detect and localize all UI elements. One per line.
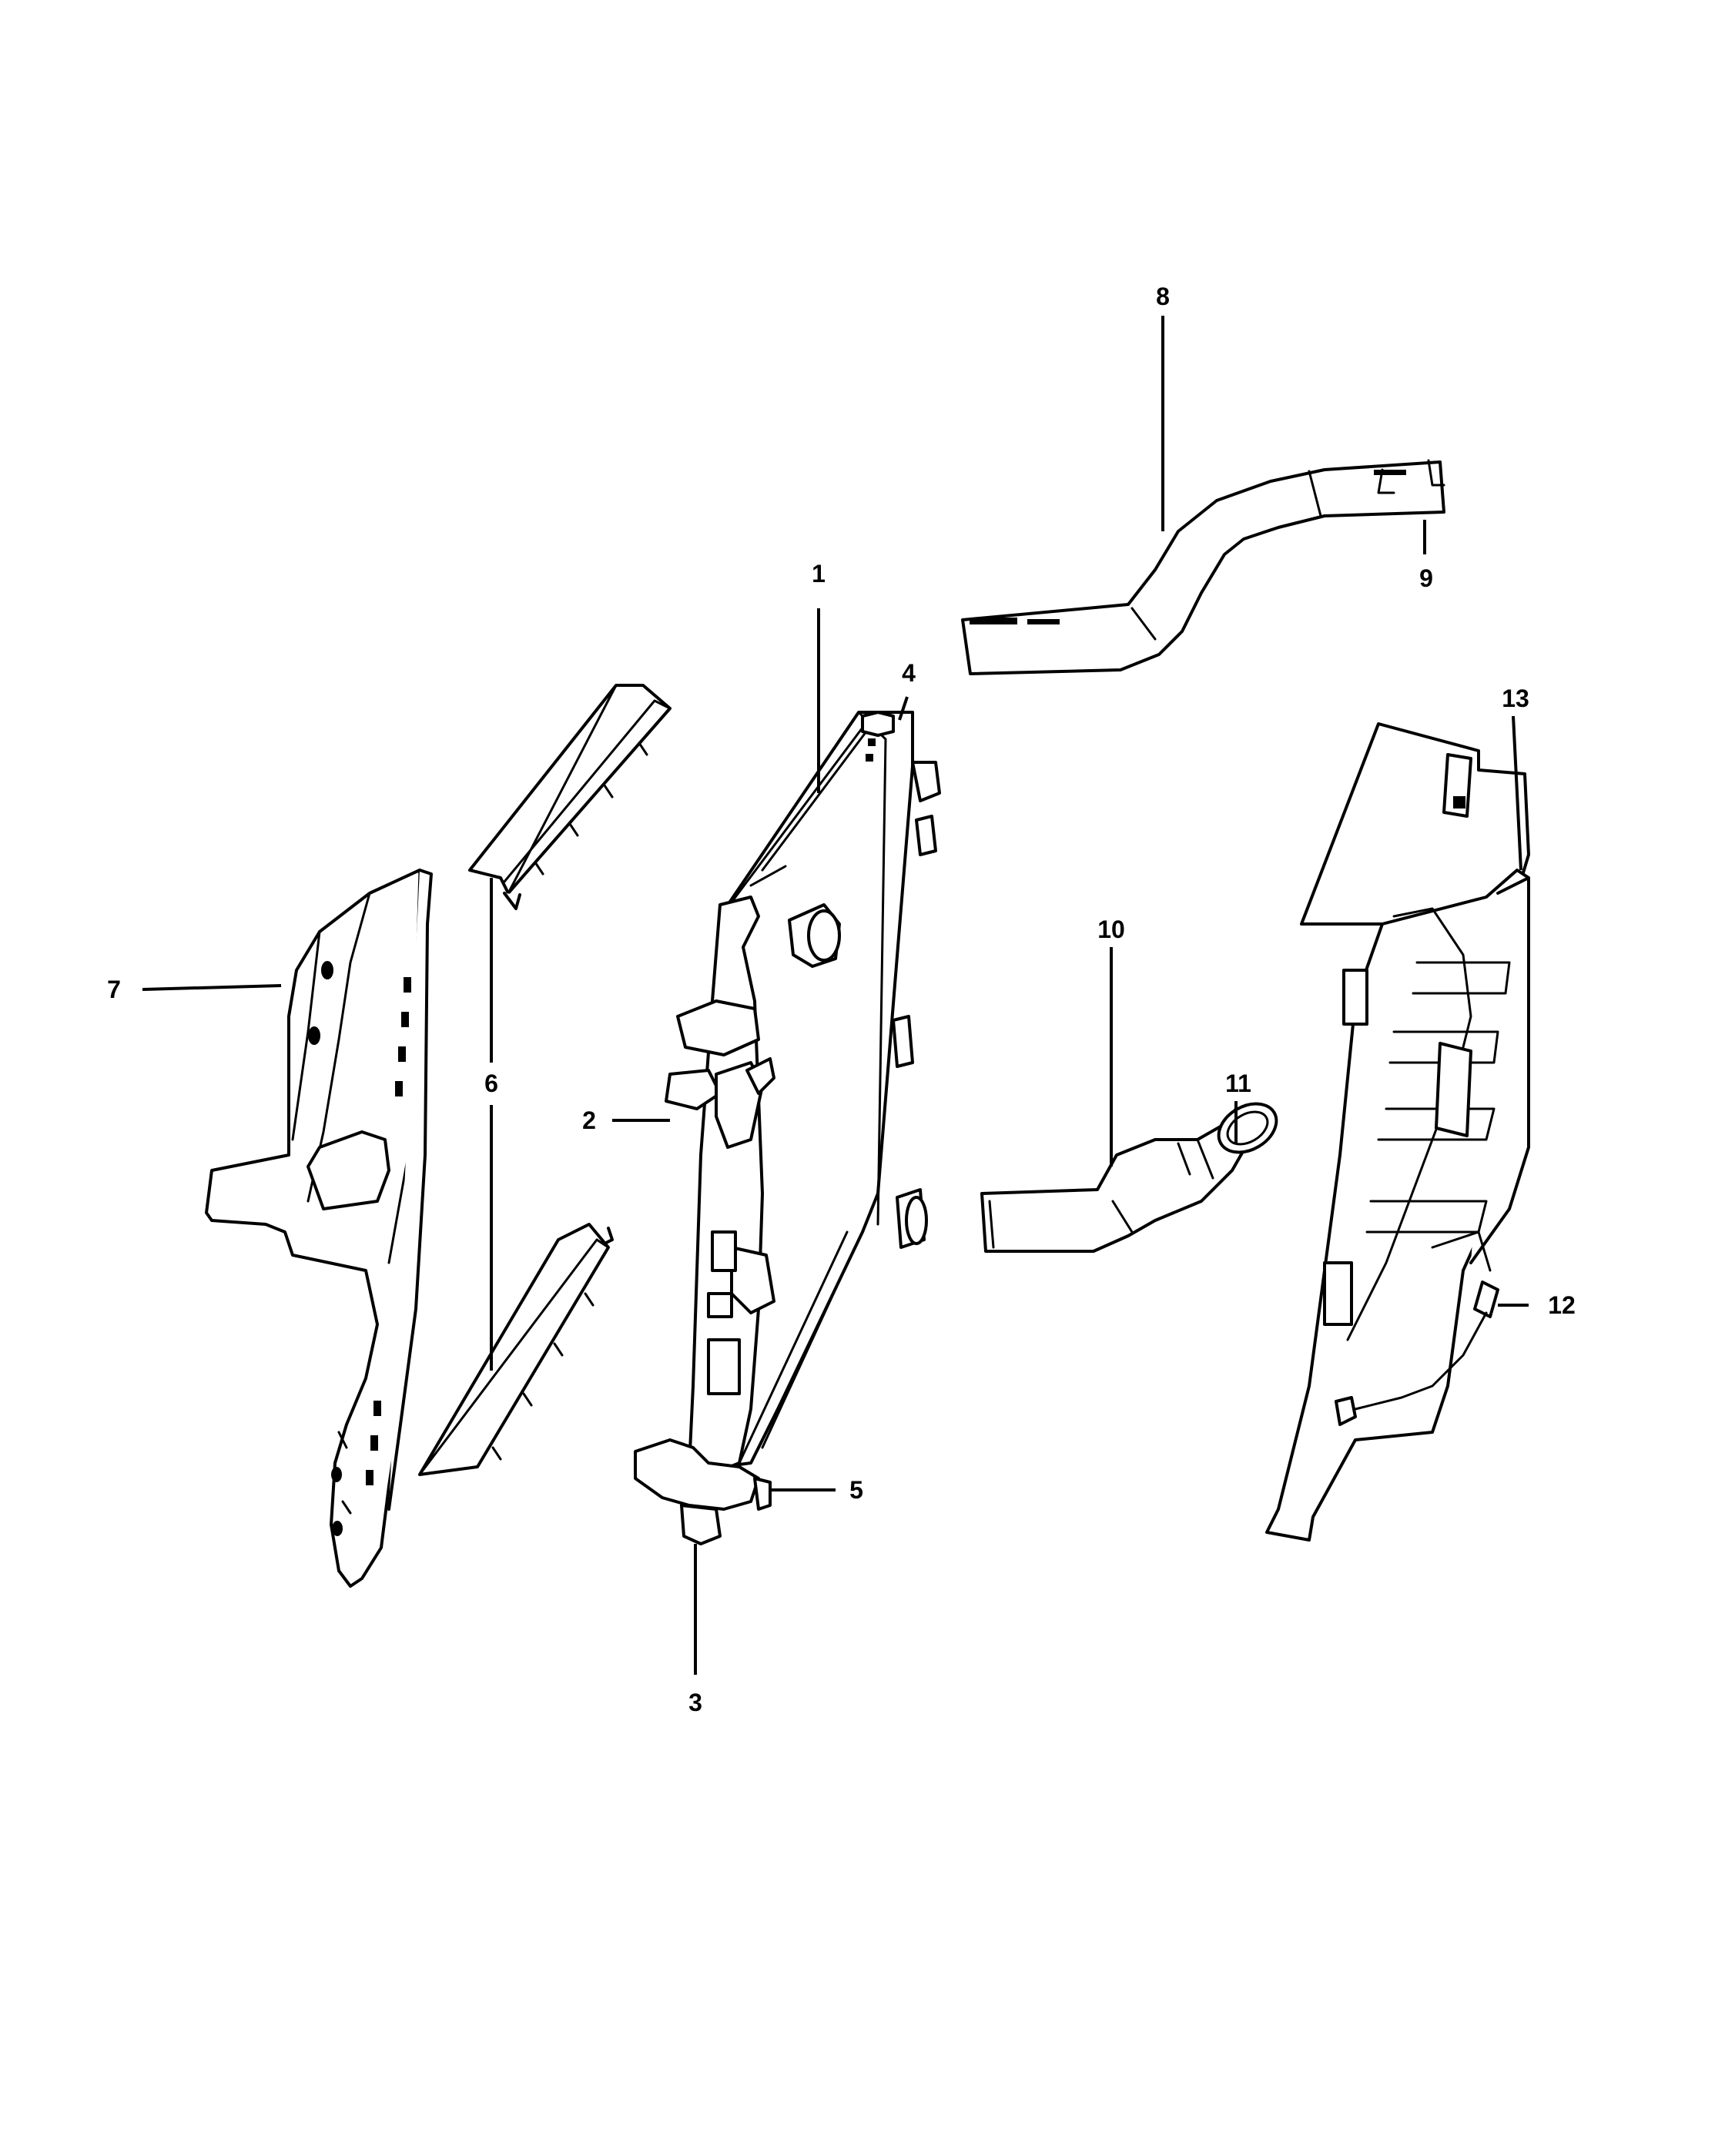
callout-2: 2 <box>582 1106 596 1134</box>
callout-4: 4 <box>902 659 916 687</box>
callout-labels: 1 2 3 4 5 6 7 8 9 10 11 12 13 <box>107 283 1576 1716</box>
callout-9: 9 <box>1419 564 1433 592</box>
part-6-upper-seal <box>468 684 672 910</box>
part-7-side-shield <box>205 869 433 1588</box>
callout-12: 12 <box>1548 1291 1576 1319</box>
callout-7: 7 <box>107 976 121 1003</box>
part-10-lower-hose <box>980 1102 1278 1253</box>
callout-11: 11 <box>1225 1070 1251 1097</box>
callout-8: 8 <box>1156 283 1170 310</box>
callout-1: 1 <box>812 560 826 588</box>
leader-lines <box>142 316 1529 1675</box>
part-6-lower-seal <box>418 1223 614 1476</box>
leader-7 <box>142 984 282 991</box>
part-1-radiator <box>634 711 941 1545</box>
callout-10: 10 <box>1097 916 1125 943</box>
callout-5: 5 <box>849 1476 863 1504</box>
part-8-upper-hose <box>961 459 1445 675</box>
callout-6: 6 <box>484 1070 498 1097</box>
leader-13 <box>1512 715 1522 871</box>
callout-3: 3 <box>688 1689 702 1716</box>
callout-13: 13 <box>1502 685 1529 712</box>
leader-4 <box>898 696 909 721</box>
part-13-fan-shroud <box>1265 722 1530 1542</box>
